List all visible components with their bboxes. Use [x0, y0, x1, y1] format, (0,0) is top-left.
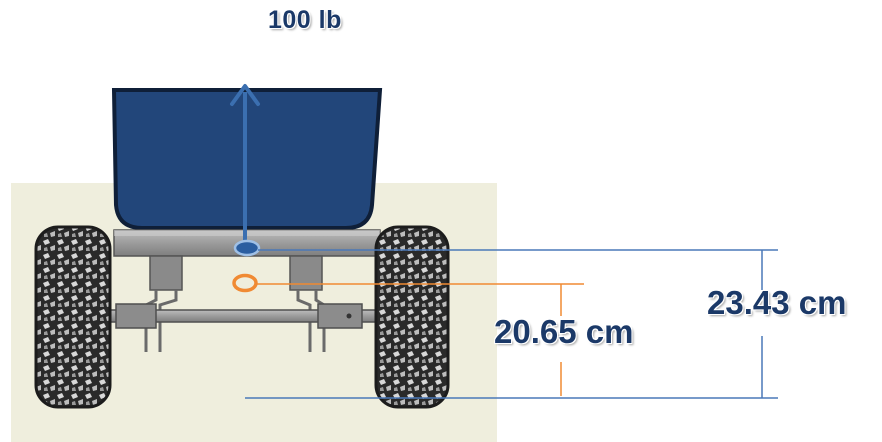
tire-icon: [374, 225, 450, 409]
dimension-small-label: 20.65 cm: [494, 313, 634, 350]
cog-marker-orange: [232, 273, 258, 293]
dimension-small: [257, 283, 584, 396]
force-label: 100 lb: [268, 6, 342, 34]
left-bracket: [149, 255, 183, 291]
force-arrow: [230, 84, 260, 246]
dimension-large-label: 23.43 cm: [707, 284, 847, 321]
dimension-large: [245, 249, 778, 399]
right-bracket: [289, 255, 323, 291]
cog-marker-blue: [233, 239, 261, 257]
tire-icon: [34, 225, 112, 409]
